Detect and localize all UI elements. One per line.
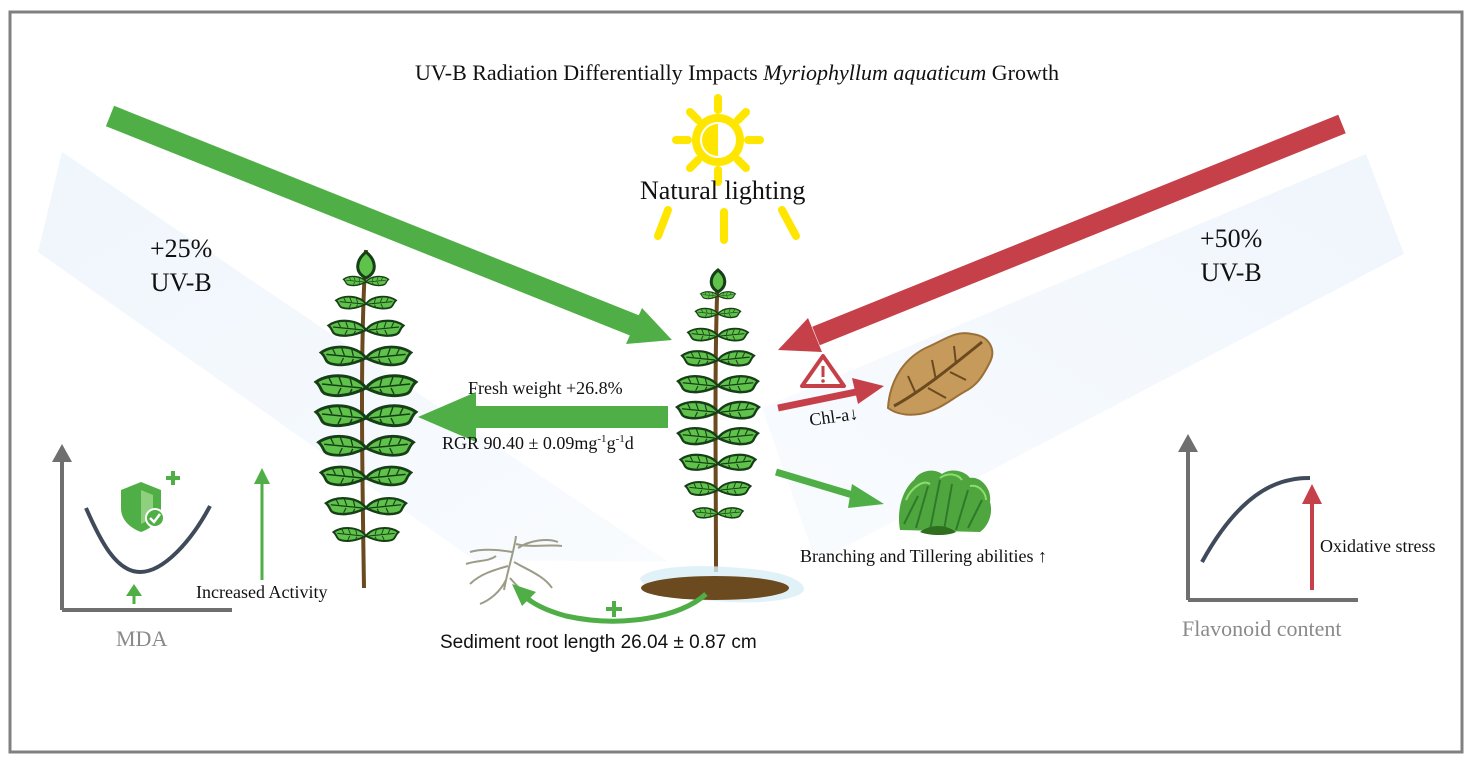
sun-icon: [672, 94, 764, 186]
flavonoid-chart: [1178, 434, 1358, 602]
mda-chart: [52, 444, 232, 612]
fresh-weight-label: Fresh weight +26.8%: [468, 378, 623, 398]
rgr-sup-2: -1: [615, 433, 625, 445]
right-treatment-name: UV-B: [1200, 258, 1262, 287]
shrub-icon: [898, 470, 992, 535]
sediment-soil: [640, 566, 805, 603]
fern-icon-center: [675, 268, 761, 573]
activity-label: Increased Activity: [196, 582, 328, 602]
mda-curve: [84, 505, 212, 575]
right-uvb-arrow: [778, 114, 1346, 352]
right-uvb-beam: [762, 154, 1404, 562]
title-species: Myriophyllum aquaticum: [763, 60, 987, 85]
growth-arrow: [418, 392, 668, 442]
plus-icon-root: [606, 601, 622, 617]
oxidative-stress-label: Oxidative stress: [1320, 536, 1436, 556]
branching-label: Branching and Tillering abilities ↑: [800, 546, 1047, 566]
rgr-suffix: d: [624, 433, 634, 453]
left-treatment-label: +25% UV-B: [150, 232, 212, 300]
left-treatment-pct: +25%: [150, 234, 213, 263]
root-length-label: Sediment root length 26.04 ± 0.87 cm: [440, 632, 757, 653]
rgr-mid: g: [606, 433, 616, 453]
warning-icon: [800, 354, 846, 388]
flavonoid-curve: [1200, 476, 1311, 563]
flavonoid-label: Flavonoid content: [1182, 616, 1342, 641]
fern-icon-left: [314, 249, 418, 589]
root-return-arrow: [512, 584, 708, 624]
branching-arrow: [774, 468, 884, 508]
left-treatment-name: UV-B: [150, 268, 212, 297]
right-treatment-pct: +50%: [1200, 224, 1263, 253]
activity-arrow: [254, 468, 270, 580]
rgr-sup-1: -1: [597, 433, 607, 445]
right-treatment-label: +50% UV-B: [1200, 222, 1262, 290]
page-title: UV-B Radiation Differentially Impacts My…: [0, 60, 1474, 86]
rgr-label: RGR 90.40 ± 0.09mg-1g-1d: [442, 433, 634, 454]
dry-leaf-icon: [886, 332, 994, 416]
natural-lighting-label: Natural lighting: [640, 176, 806, 205]
title-suffix: Growth: [986, 60, 1059, 85]
chl-arrow: [777, 378, 884, 412]
left-uvb-arrow: [105, 105, 672, 344]
title-prefix: UV-B Radiation Differentially Impacts: [414, 60, 764, 85]
mda-label: MDA: [116, 626, 168, 651]
sun-rays-down: [654, 206, 800, 244]
rgr-prefix: RGR 90.40 ± 0.09mg: [442, 433, 598, 453]
shield-check-icon: [121, 471, 180, 532]
